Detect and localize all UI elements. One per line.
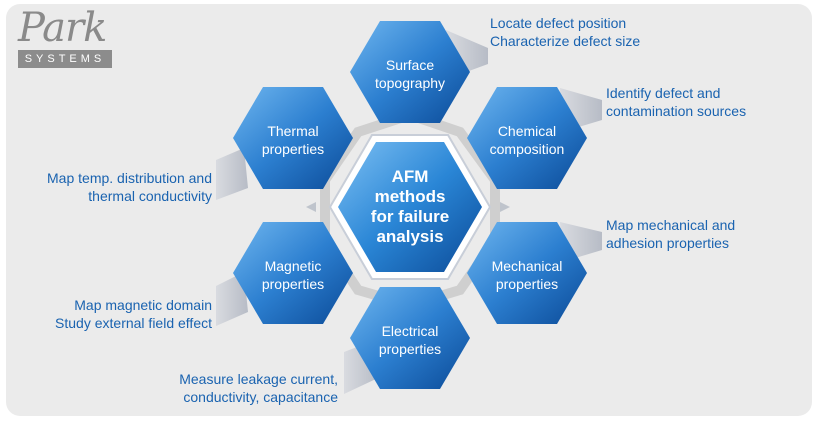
center-hex-label: AFM methods for failure analysis [370,167,450,246]
mechanical-hexagon [467,222,587,324]
left-chevron [306,202,316,212]
logo-systems-bar: SYSTEMS [18,50,112,68]
electrical-hexagon [350,287,470,389]
magnetic-callout-tail [216,272,248,326]
chemical-hexagon [467,87,587,189]
surface-hexagon [350,21,470,123]
right-chevron [500,202,510,212]
park-systems-logo: Park SYSTEMS [18,8,118,68]
logo-script-text: Park [18,5,107,51]
thermal-callout-tail [216,148,248,200]
magnetic-hexagon [233,222,353,324]
center-hexagon [338,142,482,272]
electrical-description: Measure leakage current,conductivity, ca… [179,371,338,405]
thermal-hexagon [233,87,353,189]
